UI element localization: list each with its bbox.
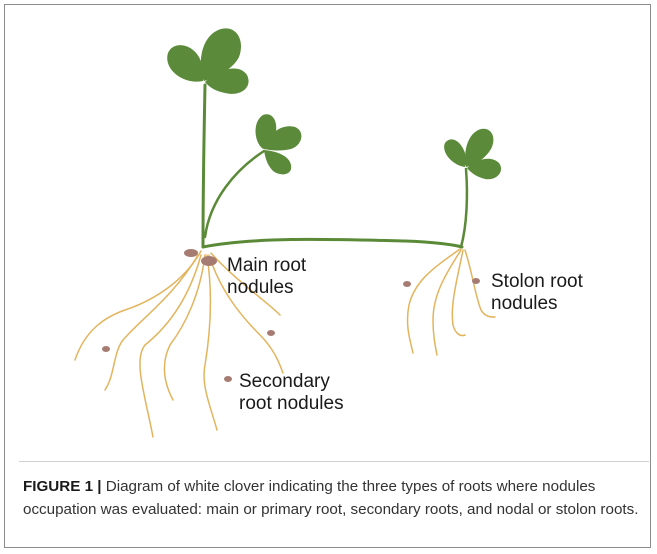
top-leaf-right	[205, 68, 249, 94]
middle-leaf-upper	[264, 126, 302, 151]
white-clover-diagram	[74, 28, 502, 438]
top-leaf-upper	[200, 28, 241, 81]
figure-caption: FIGURE 1 | Diagram of white clover indic…	[23, 475, 649, 521]
main-root-nodules-label: Main root nodules	[227, 255, 306, 299]
petiole-right	[459, 167, 469, 249]
stolon-root-label-line-1: Stolon root	[491, 271, 583, 292]
right-leaf-right	[467, 158, 502, 180]
root-branch	[203, 254, 218, 431]
main-root-label-line-2: nodules	[227, 277, 294, 298]
root-branch	[163, 254, 206, 401]
caption-divider	[19, 461, 649, 462]
secondary-root-label-line-2: root nodules	[239, 393, 344, 414]
caption-text: Diagram of white clover indicating the t…	[23, 478, 639, 518]
stolon-root-branch	[432, 249, 462, 356]
secondary-root-nodule	[224, 376, 232, 382]
main-root-label-line-1: Main root	[227, 255, 307, 276]
top-leaf-left	[167, 45, 204, 82]
main-stem	[201, 83, 207, 249]
root-branch	[104, 254, 199, 391]
middle-leaf-lower	[264, 150, 292, 175]
root-branch	[74, 250, 202, 361]
main-root-nodule	[201, 256, 217, 266]
stolon-root-system	[406, 248, 496, 356]
stolon-root-nodule	[403, 281, 411, 287]
stolon-root-branch	[451, 249, 466, 337]
stolon-root-branch	[464, 249, 496, 318]
stolon-root-nodule	[472, 278, 480, 284]
stolon	[201, 237, 464, 249]
main-root-system	[74, 250, 284, 438]
secondary-root-nodules-label: Secondary root nodules	[239, 371, 344, 415]
petiole-middle	[203, 149, 266, 239]
stolon-root-branch	[406, 248, 461, 354]
stolon-root-label-line-2: nodules	[491, 293, 558, 314]
right-leaf-cluster	[444, 128, 502, 180]
stems	[201, 83, 469, 249]
right-leaf-left	[444, 139, 466, 167]
right-leaf-upper	[465, 128, 494, 167]
secondary-root-nodule	[267, 330, 275, 336]
nodules	[102, 249, 480, 382]
middle-leaf-cluster	[255, 114, 302, 175]
figure-label: FIGURE 1 |	[23, 478, 102, 495]
figure-frame: Main root nodules Stolon root nodules Se…	[4, 4, 651, 548]
secondary-root-nodule	[102, 346, 110, 352]
main-root-nodule	[184, 249, 198, 257]
top-leaf-cluster	[167, 28, 249, 94]
stolon-root-nodules-label: Stolon root nodules	[491, 271, 583, 315]
root-branch	[208, 254, 284, 374]
secondary-root-label-line-1: Secondary	[239, 371, 330, 392]
root-branch	[139, 254, 202, 438]
root-branch	[210, 252, 281, 316]
